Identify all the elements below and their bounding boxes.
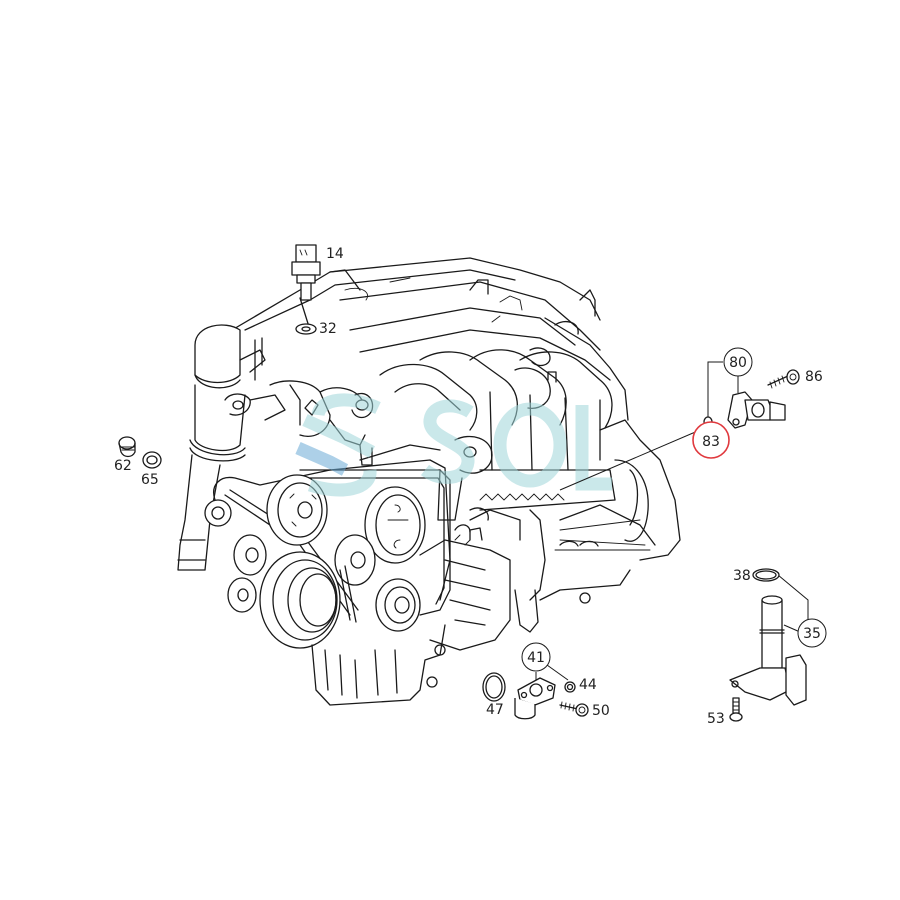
leader-83-engine (559, 429, 701, 491)
svg-text:41: 41 (527, 650, 545, 666)
part-38-o-ring[interactable] (752, 568, 780, 582)
callout-83-highlighted: 83 (692, 421, 730, 459)
part-53-bolt[interactable] (729, 697, 743, 722)
leader-38-35 (777, 574, 809, 620)
part-50-bolt[interactable] (559, 701, 589, 717)
callout-32: 32 (319, 321, 337, 337)
callout-14: 14 (326, 246, 344, 262)
leader-35-sensor (783, 624, 801, 633)
engine-assembly (177, 257, 681, 706)
part-32-sealing-ring[interactable] (295, 323, 317, 335)
callout-44: 44 (579, 677, 597, 693)
callout-38: 38 (733, 568, 751, 584)
part-62-plug[interactable] (118, 436, 136, 458)
svg-text:83: 83 (702, 434, 720, 450)
part-35-oil-level-sensor[interactable] (729, 595, 807, 706)
part-47-sealing-ring[interactable] (482, 672, 506, 702)
svg-text:35: 35 (803, 626, 821, 642)
callout-41: 41 (521, 642, 551, 672)
svg-text:80: 80 (729, 355, 747, 371)
callout-80: 80 (723, 347, 753, 377)
callout-35: 35 (797, 618, 827, 648)
part-86-bolt[interactable] (767, 369, 800, 389)
callout-50: 50 (592, 703, 610, 719)
part-41-crankshaft-sensor[interactable] (514, 677, 556, 720)
callout-65: 65 (141, 472, 159, 488)
leader-80-83 (707, 361, 723, 420)
callout-47: 47 (486, 702, 504, 718)
part-44-o-ring[interactable] (564, 681, 576, 693)
part-65-sealing-ring[interactable] (142, 451, 162, 469)
callout-62: 62 (114, 458, 132, 474)
callout-86: 86 (805, 369, 823, 385)
callout-53: 53 (707, 711, 725, 727)
part-80-camshaft-sensor[interactable] (727, 391, 786, 429)
leader-41-44 (546, 664, 569, 681)
part-14-temperature-sensor[interactable] (291, 244, 321, 301)
watermark-sol (295, 393, 612, 497)
